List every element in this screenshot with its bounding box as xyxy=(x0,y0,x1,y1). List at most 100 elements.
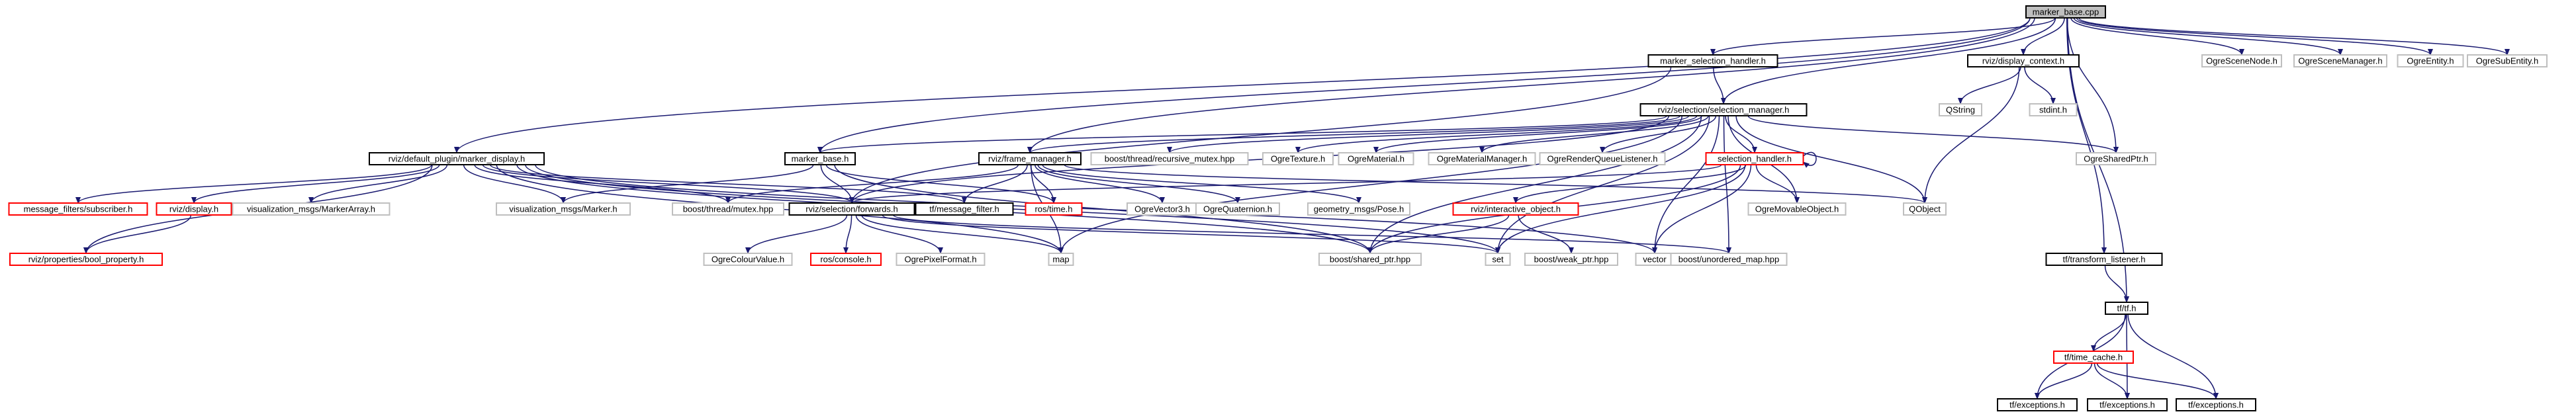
edge-marker-base-cpp-to-marker-base-h xyxy=(817,17,2031,153)
edge xyxy=(892,214,1731,254)
edge-time-cache-h-to-tf-exceptions-h-2 xyxy=(2093,362,2130,399)
node-label: rviz/default_plugin/marker_display.h xyxy=(389,154,525,164)
node-geometry-msgs-pose-h: geometry_msgs/Pose.h xyxy=(1307,202,1410,216)
node-display-context-h[interactable]: rviz/display_context.h xyxy=(1967,54,2080,67)
node-tf-exceptions-h-1[interactable]: tf/exceptions.h xyxy=(1997,398,2078,411)
edge-frame-manager-h-to-mutex-hpp xyxy=(725,164,1019,204)
node-qobject: QObject xyxy=(1903,202,1947,216)
node-label: rviz/selection/forwards.h xyxy=(805,204,897,214)
node-label: message_filters/subscriber.h xyxy=(24,204,133,214)
node-box xyxy=(1338,152,1414,165)
node-box xyxy=(2176,398,2256,411)
node-box xyxy=(672,202,784,216)
edge-selection-manager-h-to-ogre-render-queue-listener-h xyxy=(1600,115,1717,153)
node-label: tf/tf.h xyxy=(2117,304,2137,314)
edge-marker-base-cpp-to-marker-display-h xyxy=(454,17,2031,153)
node-label: boost/shared_ptr.hpp xyxy=(1330,255,1410,265)
node-tf-h[interactable]: tf/tf.h xyxy=(2105,302,2148,315)
node-interactive-object-h: rviz/interactive_object.h xyxy=(1452,202,1579,216)
node-selection-manager-h[interactable]: rviz/selection/selection_manager.h xyxy=(1639,103,1808,116)
node-bool-property-h: rviz/properties/bool_property.h xyxy=(9,253,163,266)
node-box xyxy=(788,202,915,216)
edge xyxy=(2066,17,2119,153)
node-ogre-movable-object-h: OgreMovableObject.h xyxy=(1747,202,1847,216)
edge xyxy=(1042,164,1361,204)
node-marker-selection-handler-h[interactable]: marker_selection_handler.h xyxy=(1647,54,1778,67)
node-box xyxy=(1903,202,1947,216)
node-box xyxy=(703,253,793,266)
node-marker-base-h[interactable]: marker_base.h xyxy=(784,152,856,165)
node-weak-ptr-hpp: boost/weak_ptr.hpp xyxy=(1524,253,1618,266)
node-label: stdint.h xyxy=(2039,105,2067,115)
node-frame-manager-h[interactable]: rviz/frame_manager.h xyxy=(978,152,1081,165)
node-box xyxy=(2105,302,2148,315)
edge-selection-forwards-h-to-ogre-pixel-format-h xyxy=(855,214,943,254)
edge xyxy=(482,164,854,204)
node-tf2-exceptions-h[interactable]: tf/exceptions.h xyxy=(2176,398,2256,411)
edge-frame-manager-h-to-tf-message-filter-h xyxy=(962,164,1028,204)
node-ogre-material-manager-h: OgreMaterialManager.h xyxy=(1428,152,1536,165)
node-marker-display-h[interactable]: rviz/default_plugin/marker_display.h xyxy=(369,152,545,165)
node-vector: vector xyxy=(1635,253,1675,266)
node-box xyxy=(369,152,545,165)
node-mutex-hpp: boost/thread/mutex.hpp xyxy=(672,202,784,216)
edge-selection-forwards-h-to-map xyxy=(861,214,1064,254)
node-display-h: rviz/display.h xyxy=(156,202,232,216)
node-tf-message-filter-h[interactable]: tf/message_filter.h xyxy=(915,202,1014,216)
node-ogre-quaternion-h: OgreQuaternion.h xyxy=(1195,202,1280,216)
edge-tf-h-to-tf2-exceptions-h xyxy=(2127,314,2219,399)
edge-selection-manager-h-to-selection-handler-h xyxy=(1725,115,1757,153)
edge-time-cache-h-to-tf-exceptions-h-1 xyxy=(2035,362,2093,399)
node-box xyxy=(1647,54,1778,67)
edge xyxy=(1167,115,1690,153)
edge-marker-base-cpp-to-marker-selection-handler-h xyxy=(1710,17,2056,56)
edge-marker-base-h-to-shared-ptr-hpp xyxy=(834,164,1373,254)
node-box xyxy=(1939,103,1982,116)
node-transform-listener-h[interactable]: tf/transform_listener.h xyxy=(2045,253,2163,266)
node-box xyxy=(896,253,986,266)
edge xyxy=(2091,314,2127,352)
node-box xyxy=(1307,202,1410,216)
edge-marker-selection-handler-h-to-selection-manager-h xyxy=(1713,66,1726,105)
node-label: tf/transform_listener.h xyxy=(2063,255,2146,265)
node-box xyxy=(1747,202,1847,216)
node-ogre-colour-value-h: OgreColourValue.h xyxy=(703,253,793,266)
node-visualization-msgs-marker-h: visualization_msgs/Marker.h xyxy=(496,202,631,216)
node-label: OgreMaterialManager.h xyxy=(1437,154,1528,164)
node-label: rviz/display_context.h xyxy=(1982,56,2064,66)
edge-display-context-h-to-qobject xyxy=(1922,66,2020,204)
node-box xyxy=(2467,54,2548,67)
node-label: OgreSceneManager.h xyxy=(2298,56,2382,66)
node-map: map xyxy=(1048,253,1074,266)
edge xyxy=(83,214,192,254)
edge xyxy=(489,164,967,204)
edge xyxy=(1367,214,1510,254)
edge-display-context-h-to-qstring xyxy=(1958,66,2021,105)
edge-frame-manager-h-to-ros-time-h xyxy=(1030,164,1056,204)
edge-selection-forwards-h-to-ros-console-h xyxy=(843,214,852,254)
edge xyxy=(1735,115,1927,204)
node-shared-ptr-hpp: boost/shared_ptr.hpp xyxy=(1318,253,1422,266)
edge-marker-display-h-to-message-filters-subscriber-h xyxy=(75,164,432,204)
node-box xyxy=(810,253,882,266)
node-label: OgreSubEntity.h xyxy=(2476,56,2538,66)
node-tf-exceptions-h-2[interactable]: tf/exceptions.h xyxy=(2087,398,2168,411)
edge xyxy=(1027,17,2035,153)
edge-selection-forwards-h-to-ogre-colour-value-h xyxy=(745,214,848,254)
node-label: rviz/properties/bool_property.h xyxy=(28,255,144,265)
edge xyxy=(1723,115,1731,254)
node-ogre-render-queue-listener-h: OgreRenderQueueListener.h xyxy=(1539,152,1666,165)
node-box xyxy=(2029,103,2078,116)
edge-selection-forwards-h-to-set xyxy=(882,214,1500,254)
node-time-cache-h: tf/time_cache.h xyxy=(2053,351,2134,364)
edge xyxy=(2024,66,2056,105)
node-box xyxy=(1539,152,1666,165)
node-label: marker_base.cpp xyxy=(2033,7,2099,17)
node-box xyxy=(156,202,232,216)
node-selection-forwards-h[interactable]: rviz/selection/forwards.h xyxy=(788,202,915,216)
edge xyxy=(1922,66,2020,204)
edge xyxy=(1652,164,1752,254)
edge xyxy=(2035,362,2093,399)
edge-marker-base-cpp-to-ogre-sub-entity-h xyxy=(2078,17,2510,56)
edge xyxy=(745,214,848,254)
